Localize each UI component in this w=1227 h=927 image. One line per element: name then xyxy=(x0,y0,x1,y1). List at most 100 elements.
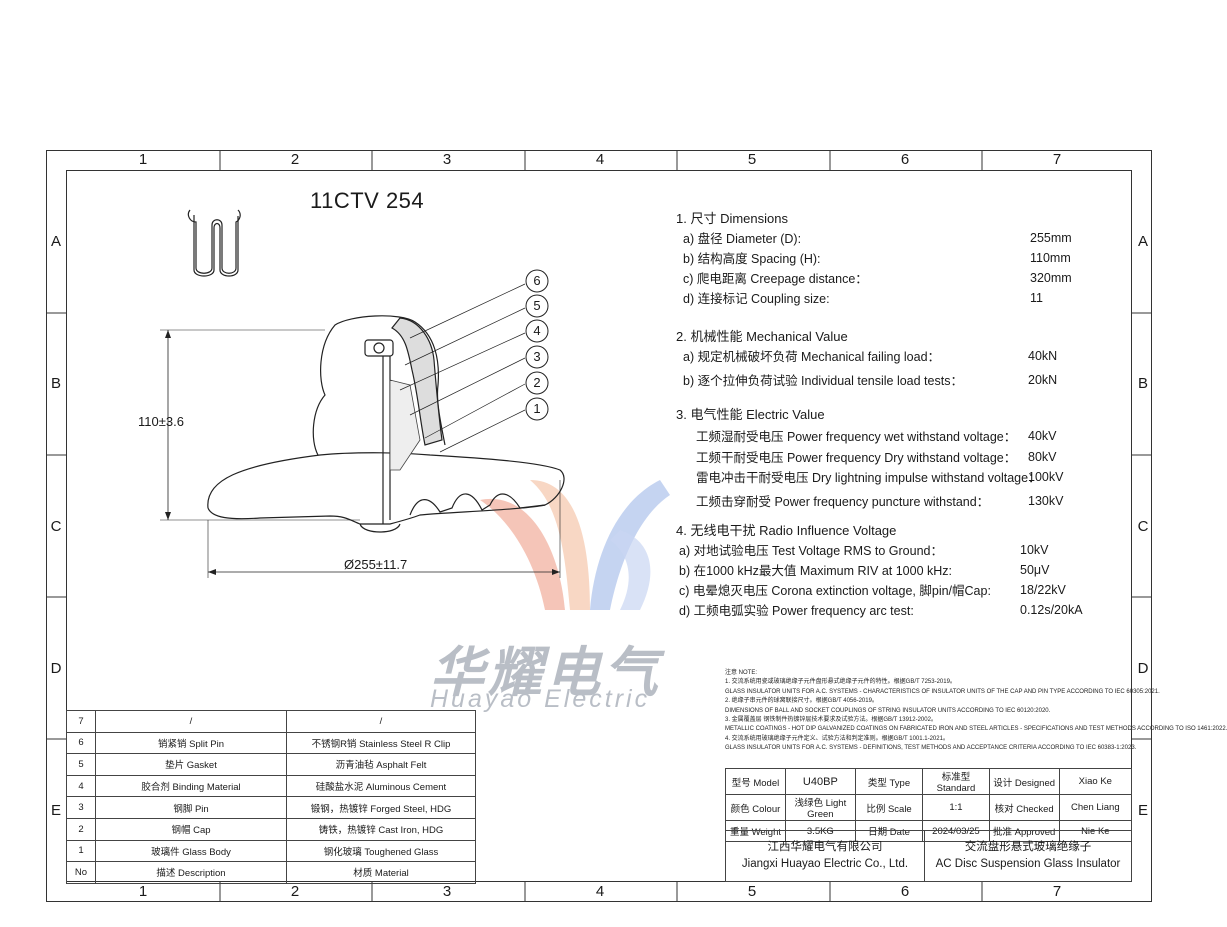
scale-value: 1:1 xyxy=(922,794,990,821)
spec-section-header: 4. 无线电干扰 Radio Influence Voltage xyxy=(676,523,897,538)
spec-item-value: 255mm xyxy=(1030,231,1072,245)
designed-label: 设计 Designed xyxy=(988,768,1060,795)
spec-item-value: 11 xyxy=(1030,291,1043,305)
bom-description: 钢帽 Cap xyxy=(95,817,287,841)
row-letter-left: B xyxy=(50,375,61,392)
cap-outline xyxy=(312,315,446,456)
watermark-en: Huayao Electric xyxy=(430,685,651,713)
column-number-top: 5 xyxy=(747,151,757,168)
row-letter-right: E xyxy=(1137,802,1148,819)
spec-item-label: b) 结构高度 Spacing (H): xyxy=(683,252,821,266)
insulator-drawing xyxy=(160,209,565,578)
column-number-top: 6 xyxy=(900,151,910,168)
row-letter-right: C xyxy=(1137,518,1149,535)
bom-material: / xyxy=(286,710,476,733)
column-number-bottom: 2 xyxy=(290,883,300,900)
r-clip-icon xyxy=(187,209,241,277)
note-line: DIMENSIONS OF BALL AND SOCKET COUPLINGS … xyxy=(725,707,1051,714)
watermark-cn: 华耀电气 xyxy=(430,643,662,703)
spec-item-value: 320mm xyxy=(1030,271,1072,285)
bom-material: 材质 Material xyxy=(286,861,476,884)
spec-item-label: a) 规定机械破坏负荷 Mechanical failing load： xyxy=(683,350,941,364)
colour-label: 颜色 Colour xyxy=(725,794,786,821)
spec-item-value: 10kV xyxy=(1020,543,1049,557)
checked-value: Chen Liang xyxy=(1058,794,1133,821)
spec-section-header: 2. 机械性能 Mechanical Value xyxy=(676,329,848,344)
designed-value: Xiao Ke xyxy=(1058,768,1133,795)
spec-item-label: d) 连接标记 Coupling size: xyxy=(683,292,830,306)
bom-material: 硅酸盐水泥 Aluminous Cement xyxy=(286,774,476,798)
spec-section-header: 3. 电气性能 Electric Value xyxy=(676,407,825,422)
bom-no: No xyxy=(66,861,96,884)
grid-svg xyxy=(46,150,1152,902)
part-callout: 6 xyxy=(533,273,541,288)
column-number-bottom: 6 xyxy=(900,883,910,900)
spec-item-label: a) 盘径 Diameter (D): xyxy=(683,232,802,246)
bom-no: 7 xyxy=(66,710,96,733)
note-line: 3. 金属覆盖层 钢铁制件热镀锌层技术要求及试验方法。根据GB/T 13912-… xyxy=(725,717,937,723)
spec-item-label: a) 对地试验电压 Test Voltage RMS to Ground： xyxy=(679,544,943,558)
drawing-outer-frame xyxy=(46,150,1152,902)
note-line: 注意 NOTE: xyxy=(725,670,758,676)
column-number-bottom: 3 xyxy=(442,883,452,900)
row-letter-left: D xyxy=(50,660,62,677)
spec-item-value: 50μV xyxy=(1020,563,1050,577)
bom-no: 4 xyxy=(66,774,96,798)
spec-item-label: b) 在1000 kHz最大值 Maximum RIV at 1000 kHz: xyxy=(679,564,952,578)
spec-item-value: 0.12s/20kA xyxy=(1020,603,1083,617)
row-letter-right: B xyxy=(1137,375,1148,392)
note-line: GLASS INSULATOR UNITS FOR A.C. SYSTEMS -… xyxy=(725,745,1137,752)
part-callout: 3 xyxy=(533,349,541,364)
column-number-top: 1 xyxy=(138,151,148,168)
bom-material: 锻钢，热镀锌 Forged Steel, HDG xyxy=(286,796,476,819)
bom-description: 销紧销 Split Pin xyxy=(95,731,287,755)
column-number-bottom: 5 xyxy=(747,883,757,900)
part-callout: 5 xyxy=(533,298,541,313)
bom-no: 6 xyxy=(66,731,96,755)
bom-no: 3 xyxy=(66,796,96,819)
spec-item-label: 工频湿耐受电压 Power frequency wet withstand vo… xyxy=(696,430,1017,444)
height-dimension-label: 110±3.6 xyxy=(138,414,184,429)
spec-item-label: 雷电冲击干耐受电压 Dry lightning impulse withstan… xyxy=(696,471,1041,485)
bom-material: 钢化玻璃 Toughened Glass xyxy=(286,839,476,863)
drawing-title: 11CTV 254 xyxy=(310,188,425,213)
part-callout: 2 xyxy=(533,375,541,390)
spec-section-header: 1. 尺寸 Dimensions xyxy=(676,211,788,226)
bom-description: 胶合剂 Binding Material xyxy=(95,774,287,798)
spec-item-label: d) 工频电弧实验 Power frequency arc test: xyxy=(679,604,914,618)
note-line: GLASS INSULATOR UNITS FOR A.C. SYSTEMS -… xyxy=(725,688,1160,695)
spec-item-value: 100kV xyxy=(1028,470,1064,484)
model-value: U40BP xyxy=(784,768,856,795)
bom-material: 沥青油毡 Asphalt Felt xyxy=(286,753,476,776)
bom-description: 描述 Description xyxy=(95,861,287,884)
column-number-bottom: 7 xyxy=(1052,883,1062,900)
spec-item-label: b) 逐个拉伸负荷试验 Individual tensile load test… xyxy=(683,374,963,388)
bom-description: 垫片 Gasket xyxy=(95,753,287,776)
part-callout: 1 xyxy=(533,401,541,416)
pin-outline xyxy=(359,523,401,533)
row-letter-right: D xyxy=(1137,660,1149,677)
bom-no: 2 xyxy=(66,817,96,841)
bom-material: 不锈钢R销 Stainless Steel R Clip xyxy=(286,731,476,755)
glass-shell xyxy=(207,452,565,516)
scale-label: 比例 Scale xyxy=(854,794,924,821)
row-letter-left: C xyxy=(50,518,62,535)
column-number-bottom: 4 xyxy=(595,883,605,900)
bom-description: 玻璃件 Glass Body xyxy=(95,839,287,863)
bom-material: 铸铁，热镀锌 Cast Iron, HDG xyxy=(286,817,476,841)
column-number-top: 4 xyxy=(595,151,605,168)
spec-item-value: 130kV xyxy=(1028,494,1064,508)
spec-item-label: 工频击穿耐受 Power frequency puncture withstan… xyxy=(696,495,990,509)
note-line: 2. 绝缘子串元件的球窝联接尺寸。根据GB/T 4056-2019。 xyxy=(725,698,878,705)
drawing-inner-frame xyxy=(66,170,1132,882)
bom-description: / xyxy=(95,710,287,733)
column-number-top: 3 xyxy=(442,151,452,168)
column-number-top: 7 xyxy=(1052,151,1062,168)
spec-item-value: 40kV xyxy=(1028,429,1057,443)
note-line: 1. 交流系统用瓷或玻璃绝缘子元件盘形悬式绝缘子元件的特性。根据GB/T 725… xyxy=(725,679,956,686)
part-callout: 4 xyxy=(533,323,541,338)
